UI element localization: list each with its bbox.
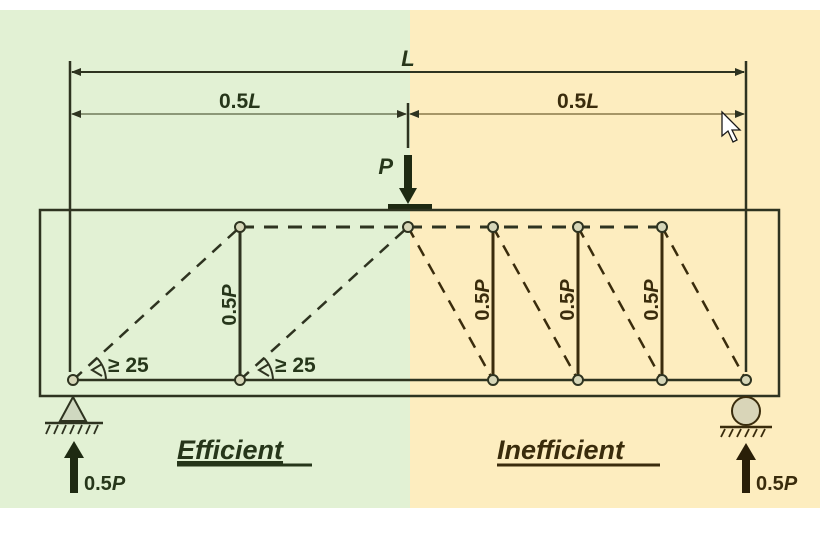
- inefficient-title: Inefficient: [497, 435, 625, 465]
- right-half-label: 0.5L: [557, 90, 599, 113]
- bearing-plate: [388, 204, 432, 211]
- inefficient-region-background: [410, 10, 820, 508]
- pin-support-icon: [45, 394, 103, 435]
- roller-support-icon: [720, 396, 772, 438]
- tie-force-label: 0.5P: [557, 279, 579, 321]
- beam-outline: [38, 208, 781, 398]
- right-reaction-arrow-icon: [736, 443, 756, 493]
- dimension-lines: [68, 61, 748, 372]
- node: [487, 374, 499, 386]
- mouse-pointer-icon: [721, 110, 742, 143]
- point-load: P: [378, 154, 432, 211]
- angle-symbol-icon: [90, 363, 103, 377]
- angle-label: ≥ 25: [275, 354, 316, 377]
- node: [656, 374, 668, 386]
- efficient-title: Efficient: [177, 435, 284, 465]
- diagonal-strut: [239, 226, 409, 381]
- tie-force-label: 0.5P: [641, 279, 663, 321]
- inefficient-ties: [491, 227, 664, 380]
- left-half-label: 0.5L: [219, 90, 261, 113]
- angle-arc-icon: [96, 357, 107, 381]
- angle-arc-icon: [263, 357, 274, 381]
- diagonal-strut: [576, 226, 664, 381]
- span-L-label: L: [401, 46, 414, 71]
- load-label: P: [378, 154, 393, 179]
- load-arrow-head-icon: [399, 188, 417, 204]
- diagonal-strut: [491, 226, 580, 381]
- load-arrow-shaft: [404, 155, 412, 191]
- tie-force-label: 0.5P: [472, 279, 494, 321]
- left-reaction-arrow-icon: [64, 441, 84, 493]
- node: [402, 221, 414, 233]
- node: [234, 374, 246, 386]
- diagonal-strut: [72, 226, 241, 381]
- tie-force-label: 0.5P: [219, 284, 241, 326]
- node: [572, 221, 584, 233]
- diagonal-strut: [660, 226, 748, 381]
- nodes: [67, 221, 752, 386]
- node: [656, 221, 668, 233]
- diagonal-strut: [406, 226, 495, 381]
- angle-label: ≥ 25: [108, 354, 149, 377]
- efficient-struts: [72, 226, 409, 381]
- node: [487, 221, 499, 233]
- node: [67, 374, 79, 386]
- node: [740, 374, 752, 386]
- node: [234, 221, 246, 233]
- inefficient-struts: [406, 226, 748, 381]
- angle-markers: [90, 357, 274, 381]
- left-reaction-label: 0.5P: [84, 473, 126, 495]
- node: [572, 374, 584, 386]
- angle-symbol-icon: [257, 363, 270, 377]
- right-reaction-label: 0.5P: [756, 473, 798, 495]
